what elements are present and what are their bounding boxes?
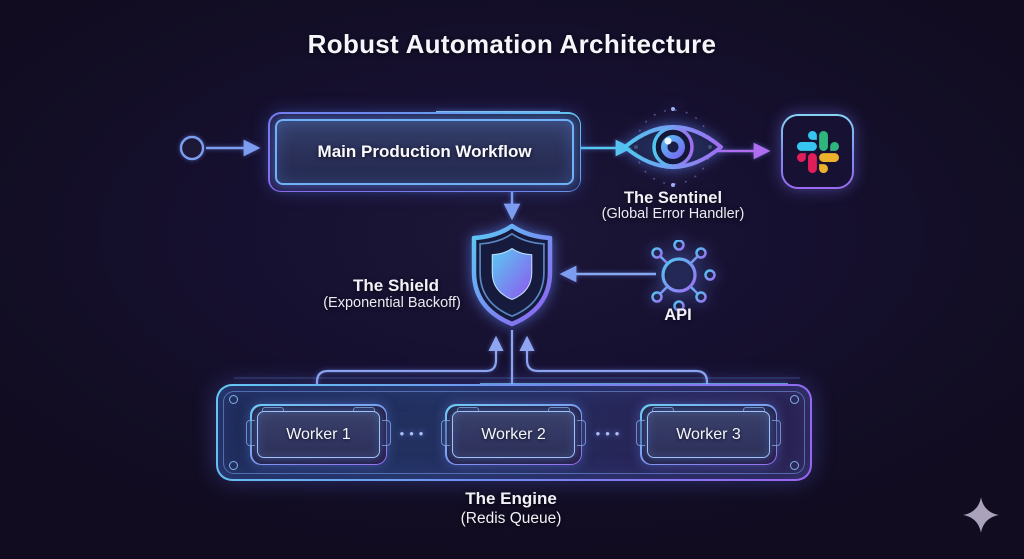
screw-decoration xyxy=(229,460,238,470)
main-workflow-label: Main Production Workflow xyxy=(317,142,532,162)
circuit-tab-decoration xyxy=(636,420,645,446)
worker-label: Worker 1 xyxy=(257,411,380,458)
circuit-tab-decoration xyxy=(382,420,391,446)
page-title: Robust Automation Architecture xyxy=(307,29,717,59)
circle-start-node-icon xyxy=(179,135,205,161)
circuit-tab-decoration xyxy=(577,420,586,446)
sentinel-subtitle: (Global Error Handler) xyxy=(601,206,745,222)
screw-decoration xyxy=(789,460,799,470)
shield-icon xyxy=(471,223,553,327)
slack-node xyxy=(781,114,854,189)
sentinel-title: The Sentinel xyxy=(623,189,723,207)
main-workflow-box: Main Production Workflow xyxy=(275,119,575,186)
worker-label: Worker 2 xyxy=(452,411,575,458)
ellipsis-separator: ••• xyxy=(399,426,429,441)
circuit-tab-decoration xyxy=(772,420,781,446)
engine-subtitle: (Redis Queue) xyxy=(460,510,562,527)
worker-label: Worker 3 xyxy=(647,411,770,458)
eye-icon xyxy=(623,107,723,187)
screw-decoration xyxy=(229,395,238,404)
engine-title: The Engine xyxy=(465,489,557,508)
shield-subtitle: (Exponential Backoff) xyxy=(323,295,461,311)
circuit-tab-decoration xyxy=(246,420,255,446)
shield-title: The Shield xyxy=(353,276,439,295)
slack-icon xyxy=(796,130,839,173)
main-workflow-node: Main Production Workflow xyxy=(268,112,582,193)
ellipsis-separator: ••• xyxy=(595,426,625,441)
sparkle-icon xyxy=(963,497,999,533)
engine-inner-border xyxy=(223,391,805,474)
worker-node-2: Worker 2 xyxy=(441,404,586,465)
hub-spoke-icon xyxy=(651,240,716,312)
circuit-tab-decoration xyxy=(441,420,450,446)
api-label: API xyxy=(664,306,692,324)
worker-node-3: Worker 3 xyxy=(636,404,781,465)
screw-decoration xyxy=(789,395,799,404)
worker-node-1: Worker 1 xyxy=(246,404,391,465)
